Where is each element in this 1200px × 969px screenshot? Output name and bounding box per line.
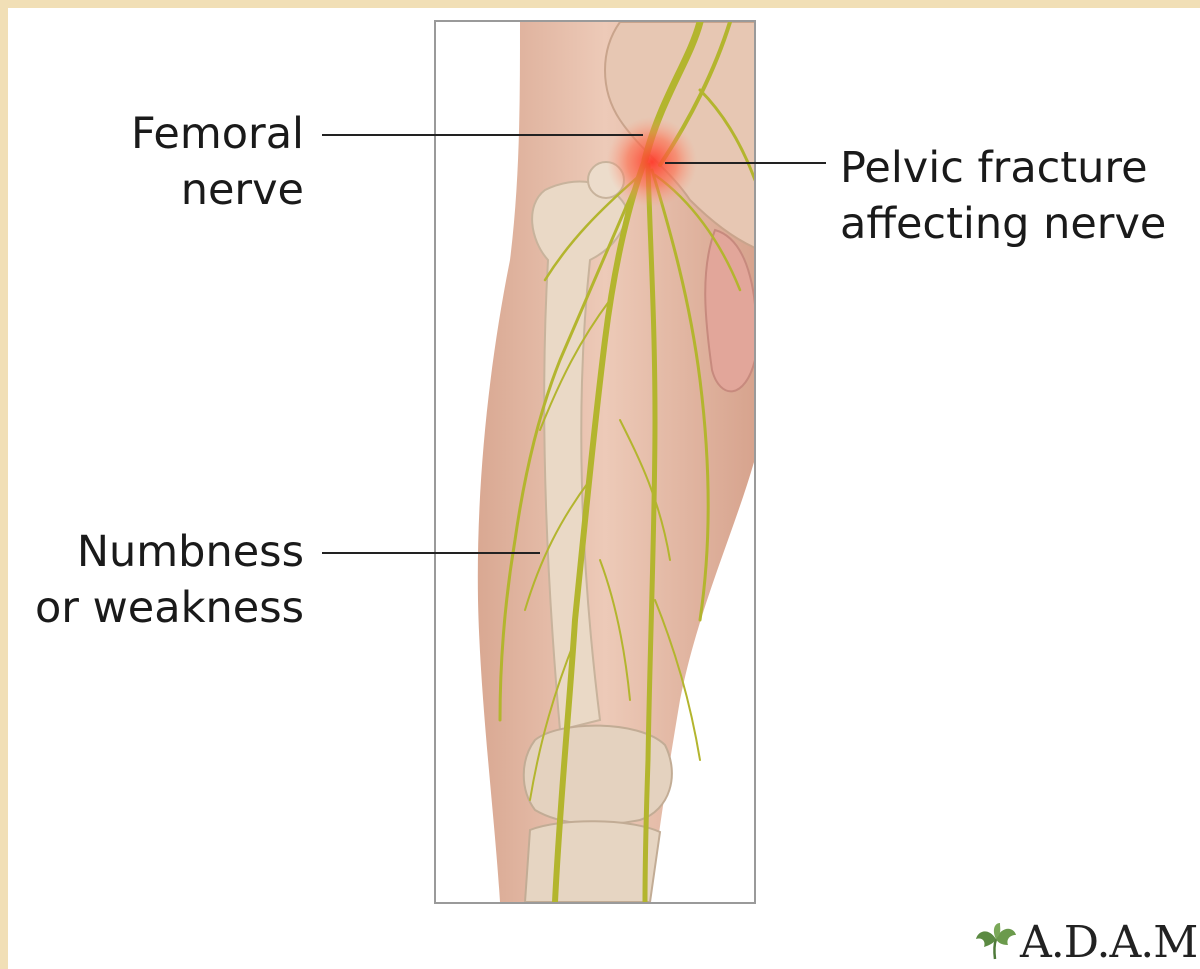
numbness-label: Numbness or weakness — [35, 524, 304, 636]
adam-logo-text: A.D.A.M — [1020, 917, 1197, 968]
femoral-nerve-label-line2: nerve — [131, 162, 304, 218]
tibia-bone — [525, 821, 660, 902]
leaf-icon — [972, 921, 1018, 963]
numbness-label-line2: or weakness — [35, 580, 304, 636]
pelvic-fracture-label-line2: affecting nerve — [840, 196, 1166, 252]
adam-logo: A.D.A.M — [972, 918, 1197, 966]
femoral-nerve-label-line1: Femoral — [131, 106, 304, 162]
femoral-nerve-label: Femoral nerve — [131, 106, 304, 218]
pelvic-fracture-label: Pelvic fracture affecting nerve — [840, 140, 1166, 252]
pelvic-fracture-label-line1: Pelvic fracture — [840, 140, 1166, 196]
numbness-label-line1: Numbness — [35, 524, 304, 580]
